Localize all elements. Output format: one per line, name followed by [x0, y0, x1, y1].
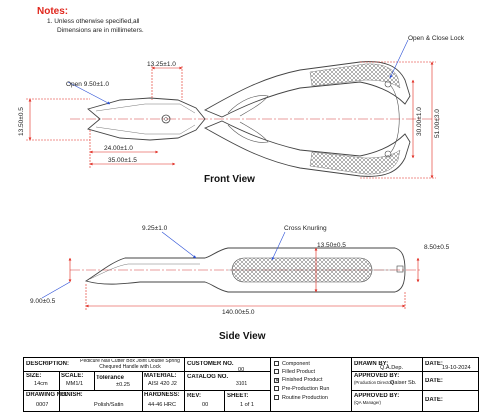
- front-jaw-head: [87, 97, 206, 141]
- drawing-no-value: 0007: [36, 402, 49, 408]
- tolerance-value: ±0.25: [116, 382, 130, 388]
- check-routine-label: Routine Production: [282, 395, 328, 401]
- dim-tip-text: 9.25±1.0: [142, 225, 168, 232]
- dim-end-height-text: 8.50±0.5: [424, 244, 450, 251]
- approved2-sub: (QA Manager): [354, 399, 381, 405]
- finish-label: FINISH:: [61, 392, 83, 398]
- customer-no-value: 00: [238, 367, 245, 373]
- customer-no-label: CUSTOMER NO.: [187, 361, 234, 367]
- front-spring-lower: [227, 121, 269, 143]
- date1-label: DATE:: [425, 361, 443, 367]
- checkbox-icon: [274, 386, 279, 391]
- front-joint-screw-inner: [164, 117, 168, 121]
- checkbox-checked-icon: ✕: [274, 378, 280, 384]
- rev-label: REV:: [187, 393, 202, 399]
- drawn-by-value: Q.A.Dep.: [380, 365, 404, 371]
- notes-title: Notes:: [37, 6, 69, 17]
- dim-top-text: 13.25±1.0: [147, 61, 176, 68]
- date1-value: 19-10-2024: [442, 365, 471, 371]
- date2-label: DATE:: [425, 378, 443, 384]
- catalog-value: 3101: [236, 381, 248, 387]
- approved1-label: APPROVED BY:: [354, 373, 400, 379]
- front-jaw-edge-lower: [95, 124, 196, 135]
- front-dimensions: [26, 39, 436, 179]
- dim-left-vertical-text: 13.50±0.5: [18, 107, 25, 136]
- checkbox-icon: [274, 369, 279, 374]
- hardness-value: 44-46 HRC: [148, 402, 176, 408]
- lock-callout-leader: [389, 39, 409, 79]
- material-value: AISI 420 J2: [148, 381, 177, 387]
- check-preproduction[interactable]: Pre-Production Run: [274, 386, 329, 392]
- notes-line-2: Dimensions are in millimeters.: [57, 26, 144, 34]
- front-lower-handle: [203, 120, 411, 177]
- drawn-by-label: DRAWN BY:: [354, 361, 389, 367]
- front-view-title: Front View: [204, 174, 255, 185]
- check-finished-label: Finished Product: [282, 377, 323, 383]
- dim-handle-height-text: 30.00±1.0: [416, 107, 423, 136]
- side-view-title: Side View: [219, 331, 266, 342]
- front-view-drawing: [70, 61, 440, 177]
- drawing-no-label: DRAWING NO.: [26, 392, 68, 398]
- dim-overall-height-text: 51.00±3.0: [434, 109, 441, 138]
- lock-callout-text: Open & Close Lock: [408, 35, 465, 42]
- notes-body: 1. Unless otherwise specified,all Dimens…: [47, 18, 144, 35]
- dim-tip-leader: [161, 231, 197, 259]
- description-label: DESCRIPTION:: [26, 361, 70, 367]
- front-lower-knurl: [309, 149, 401, 175]
- dim-left-height-leader: [41, 281, 71, 299]
- dim-jaw-length-text: 24.00±1.0: [104, 145, 133, 152]
- side-profile: [84, 247, 406, 293]
- side-tip-edge: [89, 263, 200, 280]
- check-filled[interactable]: Filled Product: [274, 369, 315, 375]
- side-lock-tab: [396, 265, 404, 273]
- dim-open-leader: [67, 81, 111, 105]
- tolerance-label: Tolerance: [96, 375, 124, 381]
- catalog-label: CATALOG NO.: [187, 374, 229, 380]
- knurl-callout-leader: [271, 231, 286, 261]
- dim-overall-length-text: 140.00±5.0: [222, 309, 255, 316]
- dim-left-height-text: 9.00±0.5: [30, 298, 56, 305]
- sheet-value: 1 of 1: [240, 402, 254, 408]
- approved1-value: Qaiser Sb.: [390, 380, 417, 386]
- check-routine[interactable]: Routine Production: [274, 395, 328, 401]
- side-dimensions: [41, 231, 420, 310]
- finish-value: Polish/Satin: [94, 402, 124, 408]
- scale-label: SCALE:: [61, 373, 84, 379]
- date3-label: DATE:: [425, 397, 443, 403]
- check-filled-label: Filled Product: [282, 369, 315, 375]
- checkbox-icon: [274, 395, 279, 400]
- front-lock-lower: [384, 150, 392, 158]
- check-preproduction-label: Pre-Production Run: [282, 386, 330, 392]
- dim-grip-height-text: 13.50±0.5: [317, 242, 346, 249]
- check-finished[interactable]: ✕Finished Product: [274, 377, 323, 384]
- sheet-label: SHEET:: [227, 393, 249, 399]
- front-lock-link: [390, 85, 400, 153]
- side-view-drawing: [70, 247, 420, 293]
- size-label: SIZE:: [26, 373, 42, 379]
- front-lock-upper: [384, 80, 392, 88]
- dim-head-length-text: 35.00±1.5: [108, 157, 137, 164]
- size-value: 14cm: [34, 381, 48, 387]
- rev-value: 00: [202, 402, 209, 408]
- front-upper-knurl: [309, 63, 401, 89]
- description-line-1: Pedicure Nail Cutter Box Joint Double Sp…: [80, 359, 180, 364]
- hardness-label: HARDNESS:: [144, 392, 180, 398]
- approved2-label: APPROVED BY:: [354, 393, 400, 399]
- notes-line-1: 1. Unless otherwise specified,all: [47, 18, 140, 25]
- scale-value: MM1/1: [66, 381, 84, 387]
- approved1-sub: (Production Director): [354, 379, 394, 385]
- knurl-callout-text: Cross Knurling: [284, 225, 327, 232]
- front-upper-handle: [203, 61, 411, 118]
- checkbox-icon: [274, 361, 279, 366]
- front-jaw-edge: [95, 103, 196, 114]
- front-spring-upper: [227, 95, 269, 117]
- material-label: MATERIAL:: [144, 373, 177, 379]
- check-component-label: Component: [282, 361, 310, 367]
- check-component[interactable]: Component: [274, 361, 310, 367]
- dim-open-text: Open 9.50±1.0: [66, 81, 109, 88]
- description-line-2: Chequred Handle with Lock: [99, 363, 161, 370]
- front-joint-screw: [161, 114, 171, 124]
- title-block: DESCRIPTION: Pedicure Nail Cutter Box Jo…: [23, 357, 479, 412]
